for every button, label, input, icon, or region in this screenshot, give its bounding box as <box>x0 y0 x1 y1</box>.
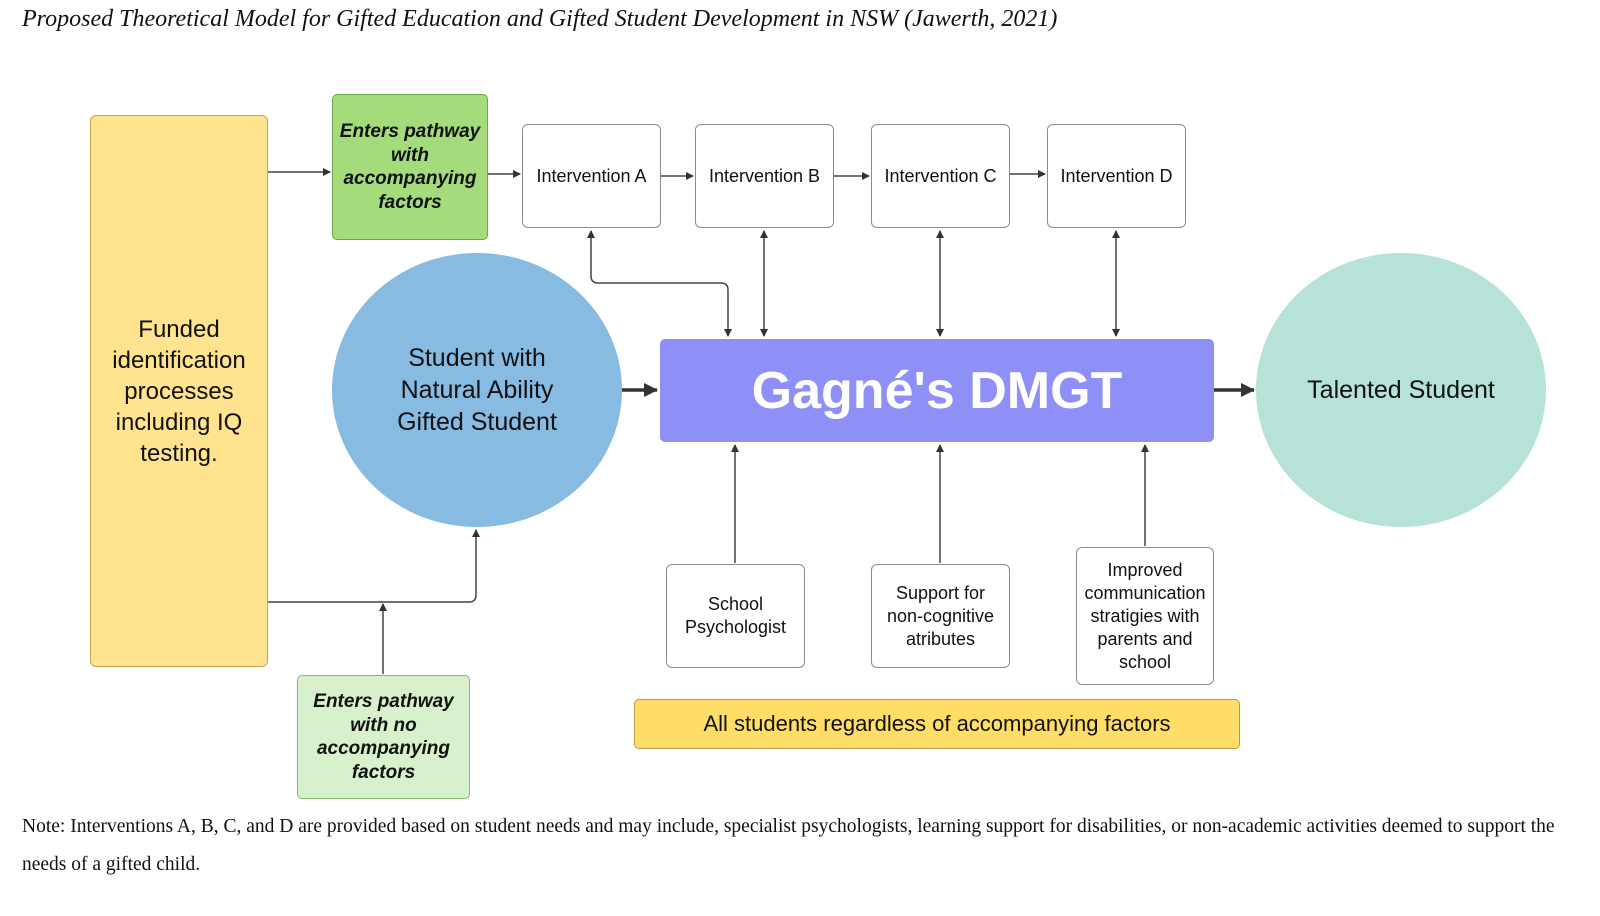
pathway-no-factors-label: Enters pathway with no accompanying fact… <box>313 691 454 783</box>
intervention-d-label: Intervention D <box>1060 165 1173 186</box>
link-int-a-dmgt <box>587 230 732 337</box>
intervention-b-box: Intervention B <box>695 124 834 228</box>
pathway-with-factors-label: Enters pathway with accompanying factors <box>339 121 481 213</box>
gifted-student-circle: Student with Natural Ability Gifted Stud… <box>332 253 622 527</box>
intervention-b-label: Intervention B <box>708 165 821 186</box>
non-cognitive-support-box: Support for non-cognitive atributes <box>871 564 1010 668</box>
funded-identification-box: Funded identification processes includin… <box>90 115 268 667</box>
communication-strategies-box: Improved communication stratigies with p… <box>1076 547 1214 685</box>
non-cognitive-support-label: Support for non-cognitive atributes <box>886 582 995 649</box>
all-students-banner: All students regardless of accompanying … <box>634 699 1240 749</box>
diagram-title: Proposed Theoretical Model for Gifted Ed… <box>22 6 1058 32</box>
funded-identification-label: Funded identification processes includin… <box>112 315 246 467</box>
intervention-d-box: Intervention D <box>1047 124 1186 228</box>
gagne-dmgt-box: Gagné's DMGT <box>660 339 1214 442</box>
school-psychologist-label: School Psychologist <box>684 594 787 637</box>
talented-student-label: Talented Student <box>1307 375 1495 404</box>
intervention-a-label: Intervention A <box>536 165 647 186</box>
footnote: Note: Interventions A, B, C, and D are p… <box>22 816 1555 875</box>
arrow-funded-to-student <box>268 529 480 603</box>
communication-strategies-label: Improved communication stratigies with p… <box>1084 559 1206 672</box>
all-students-label: All students regardless of accompanying … <box>703 711 1171 736</box>
talented-student-circle: Talented Student <box>1256 253 1546 527</box>
gifted-student-label: Student with Natural Ability Gifted Stud… <box>397 344 557 436</box>
school-psychologist-box: School Psychologist <box>666 564 805 668</box>
pathway-no-factors-box: Enters pathway with no accompanying fact… <box>297 675 470 799</box>
intervention-c-label: Intervention C <box>884 165 997 186</box>
gagne-dmgt-label: Gagné's DMGT <box>751 361 1123 420</box>
intervention-a-box: Intervention A <box>522 124 661 228</box>
intervention-c-box: Intervention C <box>871 124 1010 228</box>
pathway-with-factors-box: Enters pathway with accompanying factors <box>332 94 488 240</box>
